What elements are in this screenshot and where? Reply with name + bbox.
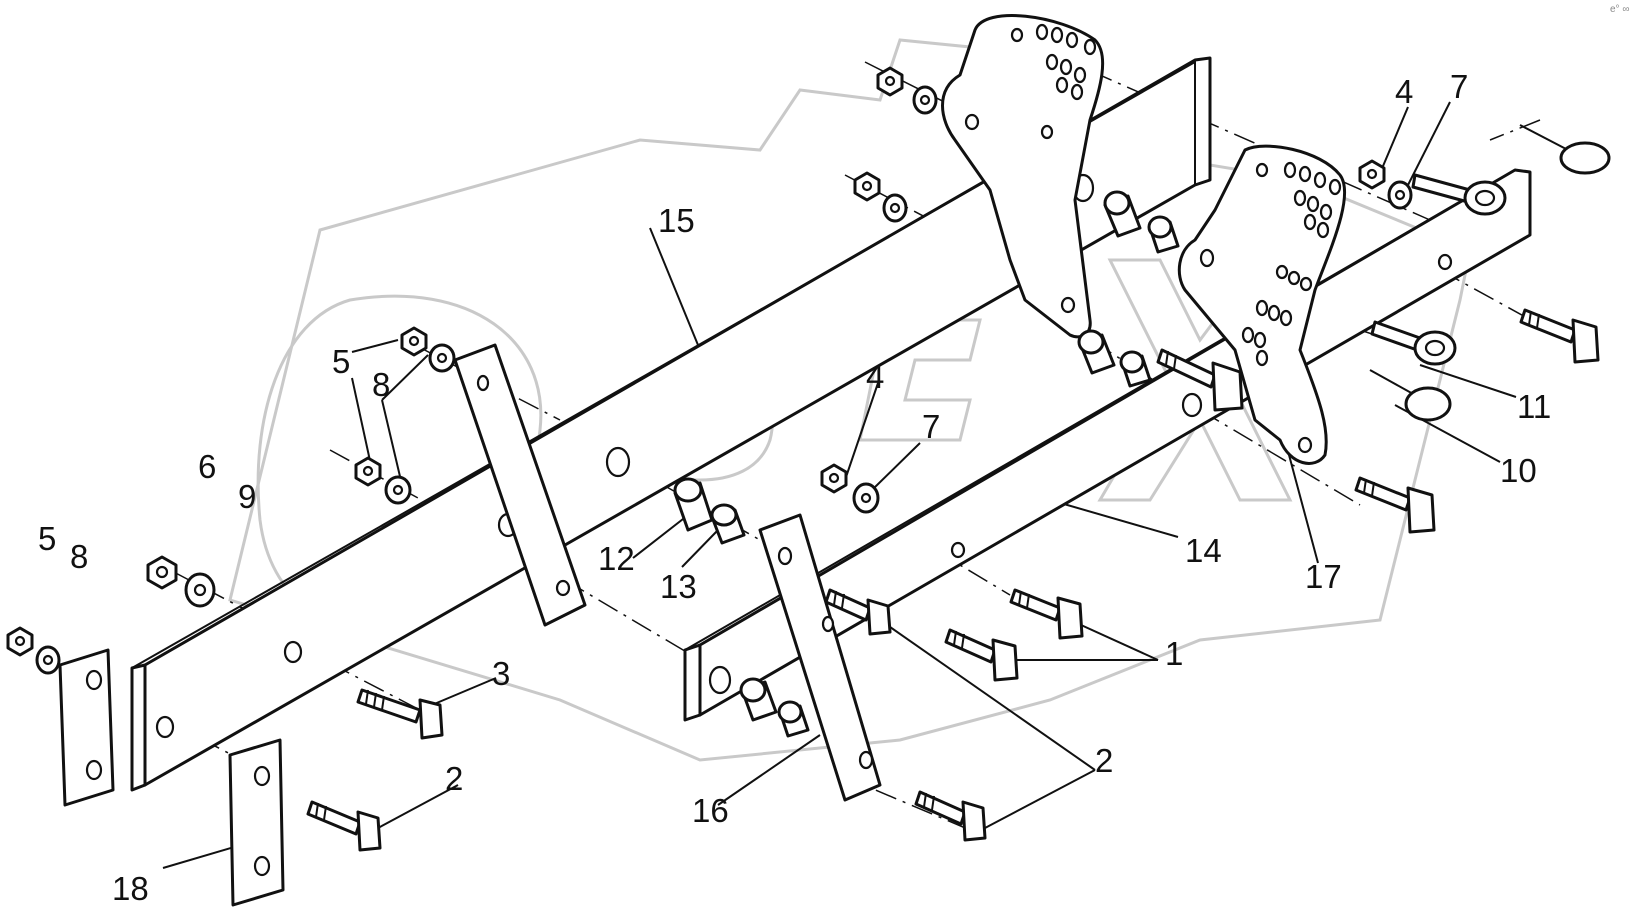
callout-15: 15 — [658, 202, 695, 239]
washer-8c — [35, 645, 61, 675]
callout-5: 5 — [332, 343, 350, 380]
nut-4a — [876, 66, 904, 97]
callout-6: 6 — [198, 448, 216, 485]
plate-lower-16a — [453, 343, 587, 627]
plate-lower-16b — [758, 513, 882, 802]
spacer-bushings — [673, 190, 1180, 738]
bushing-13c — [1119, 350, 1152, 388]
callout-4: 4 — [866, 358, 884, 395]
callout-14: 14 — [1185, 532, 1222, 569]
washer-7a — [912, 85, 938, 115]
washer-9 — [184, 572, 216, 608]
bolt-1b — [944, 628, 1019, 682]
nuts-and-washers — [6, 66, 1413, 675]
callout-4: 4 — [1395, 73, 1413, 110]
bolt-1a — [1009, 588, 1084, 640]
callout-1: 1 — [1165, 635, 1183, 672]
callout-12: 12 — [598, 540, 635, 577]
plate-small-18a — [58, 648, 115, 807]
washer-7b — [882, 193, 908, 223]
callout-labels: 15 4 7 5 8 4 7 11 10 6 9 5 8 12 13 14 17… — [38, 68, 1551, 907]
washer-7d — [852, 482, 880, 514]
pin-11a — [1411, 173, 1507, 216]
nut-4b — [853, 171, 881, 202]
bushing-12d — [739, 677, 778, 722]
bushing-13b — [1147, 215, 1180, 254]
callout-3: 3 — [492, 655, 510, 692]
bushing-12c — [1077, 329, 1116, 375]
plate-upper-17a — [941, 14, 1105, 339]
nut-5b — [354, 456, 382, 487]
bolt-3 — [356, 688, 444, 740]
plate-small-18b — [228, 738, 285, 907]
nut-4d — [820, 463, 848, 494]
bushing-12a — [673, 477, 714, 532]
callout-18: 18 — [112, 870, 149, 907]
bolt-upper-c — [1354, 476, 1436, 534]
nut-6 — [146, 555, 178, 590]
bushing-12b — [1103, 190, 1142, 238]
callout-5: 5 — [38, 520, 56, 557]
bolt-2b — [914, 790, 987, 842]
callout-11: 11 — [1517, 388, 1551, 425]
lynch-pin-10b — [1369, 369, 1452, 422]
bushing-13d — [777, 700, 810, 738]
callout-7: 7 — [922, 408, 940, 445]
washer-7c — [1387, 180, 1413, 210]
bushing-13a — [710, 503, 746, 545]
pins — [1369, 124, 1611, 422]
nut-5a — [400, 326, 428, 357]
nut-4c — [1358, 159, 1386, 190]
beam-rear-14 — [683, 168, 1532, 722]
lynch-pin-10a — [1519, 124, 1611, 175]
callout-8: 8 — [372, 366, 390, 403]
callout-2: 2 — [1095, 742, 1113, 779]
washer-8a — [428, 343, 456, 373]
bolt-2c — [824, 588, 892, 636]
plate-upper-17b — [1177, 144, 1347, 465]
callout-10: 10 — [1500, 452, 1537, 489]
nut-5c — [6, 626, 34, 657]
bolt-upper-b — [1519, 308, 1600, 364]
callout-17: 17 — [1305, 558, 1342, 595]
callout-13: 13 — [660, 568, 697, 605]
callout-9: 9 — [238, 478, 256, 515]
bolt-2a — [306, 800, 382, 852]
pin-11b — [1370, 320, 1457, 366]
corner-mark: e° ∞ — [1610, 4, 1629, 15]
callout-7: 7 — [1450, 68, 1468, 105]
bolt-upper-a — [1156, 348, 1244, 412]
bolts — [306, 308, 1600, 852]
callout-2: 2 — [445, 760, 463, 797]
washer-8b — [384, 475, 412, 505]
callout-8: 8 — [70, 538, 88, 575]
callout-16: 16 — [692, 792, 729, 829]
